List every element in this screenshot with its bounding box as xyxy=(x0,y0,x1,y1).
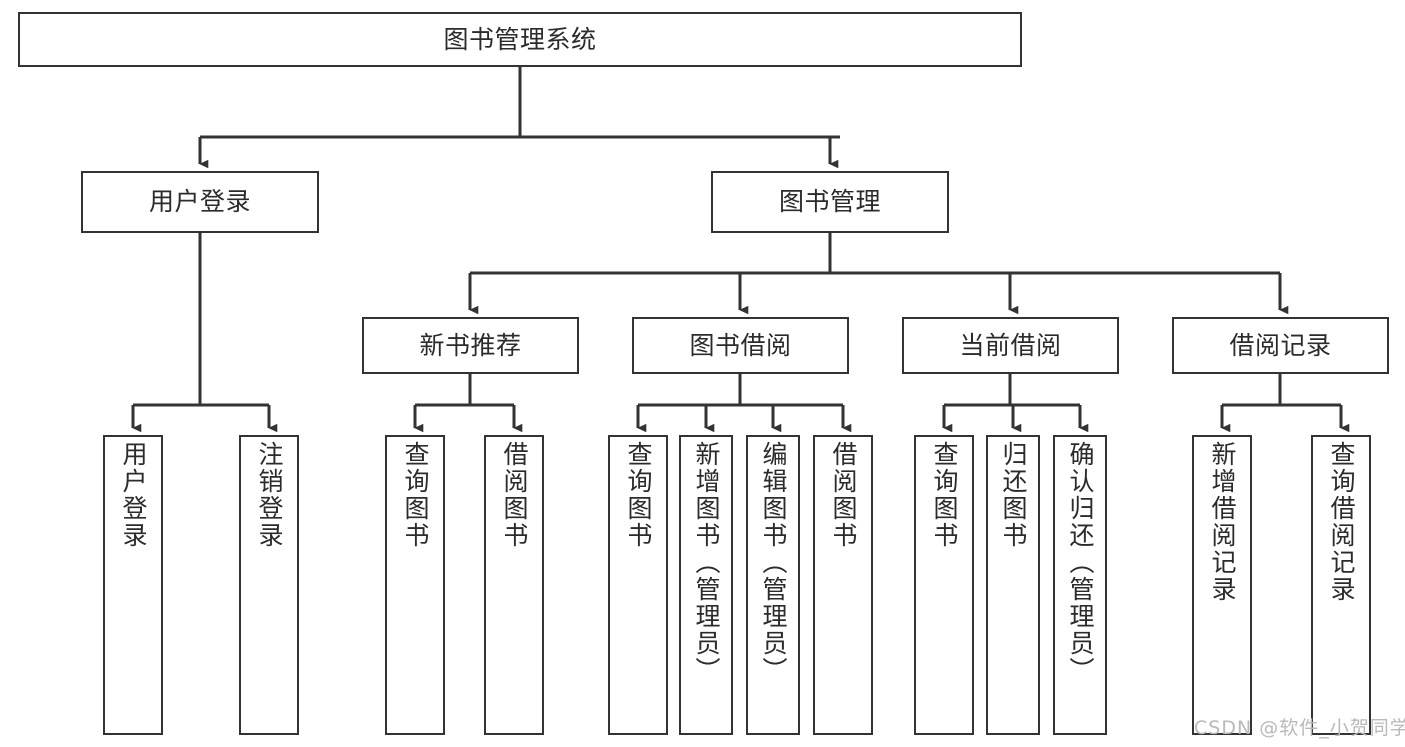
node-leaf-return-book-label: 归还图书 xyxy=(999,441,1028,549)
node-leaf-query-book-cur[interactable]: 查询图书 xyxy=(914,435,974,735)
node-leaf-user-login[interactable]: 用户登录 xyxy=(103,435,163,735)
node-leaf-logout-label: 注销登录 xyxy=(255,441,284,549)
node-leaf-query-book-cur-label: 查询图书 xyxy=(930,441,959,549)
node-borrow-record[interactable]: 借阅记录 xyxy=(1172,317,1389,374)
node-leaf-borrow-book-rec[interactable]: 借阅图书 xyxy=(484,435,544,735)
node-root[interactable]: 图书管理系统 xyxy=(18,12,1022,67)
node-user-login[interactable]: 用户登录 xyxy=(81,171,319,233)
node-leaf-confirm-return-label: 确认归还（管理员） xyxy=(1066,441,1095,684)
node-leaf-query-record-label: 查询借阅记录 xyxy=(1327,441,1356,603)
node-leaf-confirm-return[interactable]: 确认归还（管理员） xyxy=(1053,435,1107,735)
node-leaf-query-book-rec[interactable]: 查询图书 xyxy=(385,435,445,735)
node-leaf-add-book[interactable]: 新增图书（管理员） xyxy=(679,435,733,735)
node-user-login-label: 用户登录 xyxy=(148,187,251,217)
node-root-label: 图书管理系统 xyxy=(443,24,597,54)
watermark-text: CSDN @软件_小贺同学 xyxy=(1194,717,1405,739)
node-borrow-record-label: 借阅记录 xyxy=(1229,330,1332,360)
node-book-manage[interactable]: 图书管理 xyxy=(711,171,949,233)
node-leaf-borrow-book-rec-label: 借阅图书 xyxy=(500,441,529,549)
node-leaf-borrow-book[interactable]: 借阅图书 xyxy=(813,435,873,735)
node-leaf-query-book-borrow-label: 查询图书 xyxy=(624,441,653,549)
node-leaf-user-login-label: 用户登录 xyxy=(119,441,148,549)
node-book-borrow-label: 图书借阅 xyxy=(689,330,792,360)
node-current-borrow-label: 当前借阅 xyxy=(959,330,1062,360)
node-book-borrow[interactable]: 图书借阅 xyxy=(632,317,849,374)
node-leaf-return-book[interactable]: 归还图书 xyxy=(986,435,1040,735)
node-current-borrow[interactable]: 当前借阅 xyxy=(902,317,1119,374)
node-leaf-edit-book-label: 编辑图书（管理员） xyxy=(759,441,788,684)
node-leaf-logout[interactable]: 注销登录 xyxy=(239,435,299,735)
node-new-book-recommend[interactable]: 新书推荐 xyxy=(362,317,579,374)
node-leaf-query-book-borrow[interactable]: 查询图书 xyxy=(608,435,668,735)
node-leaf-add-record[interactable]: 新增借阅记录 xyxy=(1192,435,1252,735)
node-leaf-add-record-label: 新增借阅记录 xyxy=(1208,441,1237,603)
node-leaf-query-record[interactable]: 查询借阅记录 xyxy=(1311,435,1371,735)
node-leaf-add-book-label: 新增图书（管理员） xyxy=(692,441,721,684)
node-book-manage-label: 图书管理 xyxy=(778,187,881,217)
node-new-book-recommend-label: 新书推荐 xyxy=(419,330,522,360)
node-leaf-borrow-book-label: 借阅图书 xyxy=(829,441,858,549)
node-leaf-query-book-rec-label: 查询图书 xyxy=(401,441,430,549)
node-leaf-edit-book[interactable]: 编辑图书（管理员） xyxy=(746,435,800,735)
